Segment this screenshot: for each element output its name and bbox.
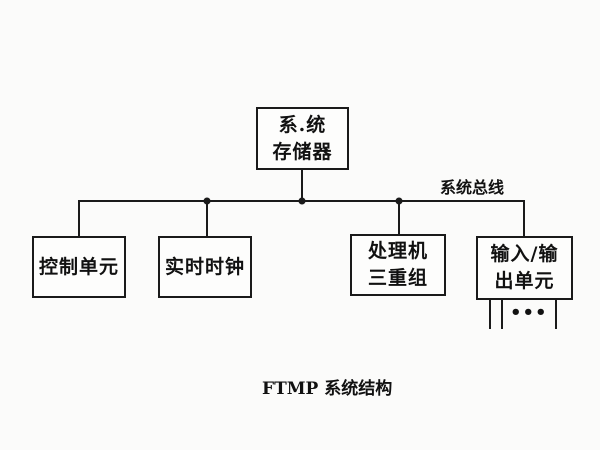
control-unit-box: 控制单元	[32, 236, 126, 298]
realtime-clock-box: 实时时钟	[158, 236, 252, 298]
io-continuation-dots: •••	[510, 302, 548, 323]
io-unit-line1: 输入/输	[490, 243, 559, 265]
processor-triad-line2: 三重组	[367, 267, 428, 289]
processor-triad-box: 处理机 三重组	[350, 234, 446, 296]
processor-triad-line1: 处理机	[367, 240, 428, 262]
control-unit-label: 控制单元	[38, 255, 119, 278]
system-memory-line1: 系.统	[278, 113, 327, 136]
junction-dot-memory	[298, 197, 306, 205]
junction-dot-clock	[203, 197, 211, 205]
io-unit-box: 输入/输 出单元	[476, 236, 573, 300]
figure-caption: FTMP 系统结构	[262, 379, 393, 399]
io-unit-line2: 出单元	[494, 270, 555, 292]
system-memory-line2: 存储器	[272, 140, 333, 163]
junction-dot-processor	[395, 197, 403, 205]
system-bus-label: 系统总线	[440, 178, 505, 197]
system-memory-box: 系.统 存储器	[256, 107, 349, 170]
realtime-clock-label: 实时时钟	[164, 255, 245, 278]
